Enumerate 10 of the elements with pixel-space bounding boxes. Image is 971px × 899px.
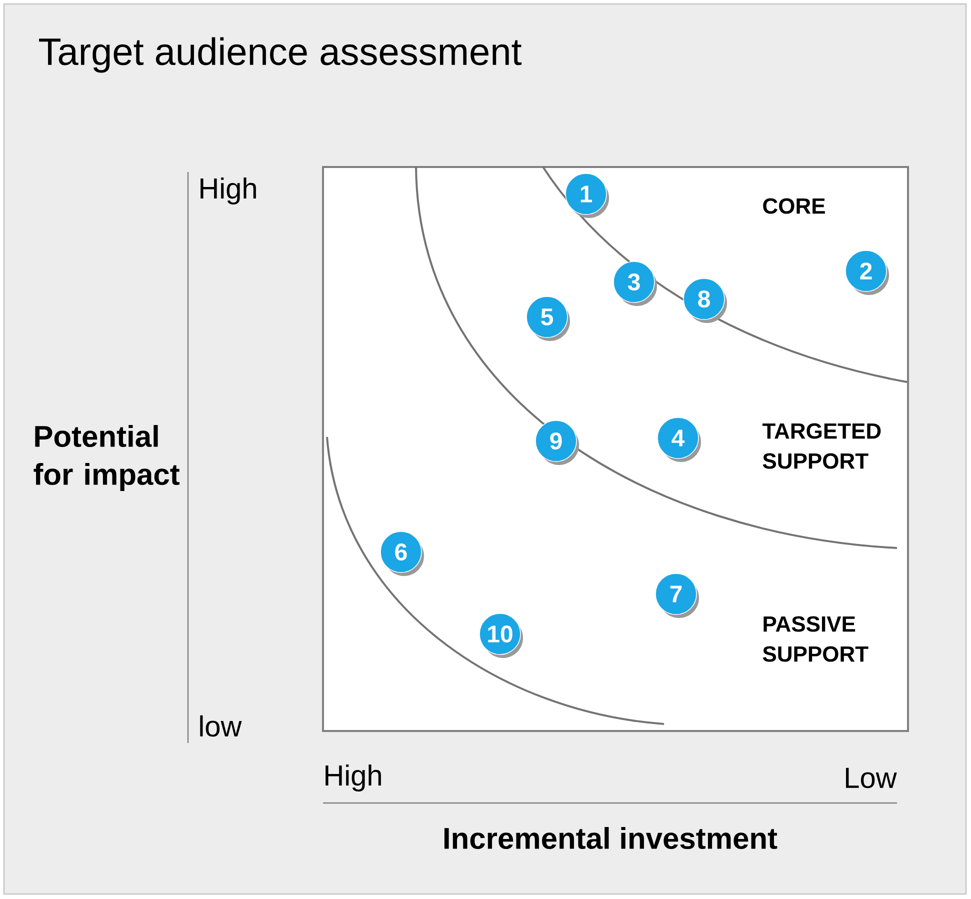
axis-title: Potential for impact bbox=[34, 425, 180, 491]
zone-label: TARGETED SUPPORT bbox=[762, 423, 881, 469]
zone-label: CORE bbox=[763, 198, 825, 214]
title: Target audience assessment bbox=[39, 37, 522, 73]
axis-label: low bbox=[200, 715, 242, 737]
axis-label: High bbox=[326, 764, 381, 792]
axis-title: Incremental investment bbox=[444, 827, 778, 850]
zone-label: PASSIVE SUPPORT bbox=[762, 616, 868, 662]
axis-label: Low bbox=[846, 768, 897, 788]
axis-label: High bbox=[200, 177, 256, 205]
